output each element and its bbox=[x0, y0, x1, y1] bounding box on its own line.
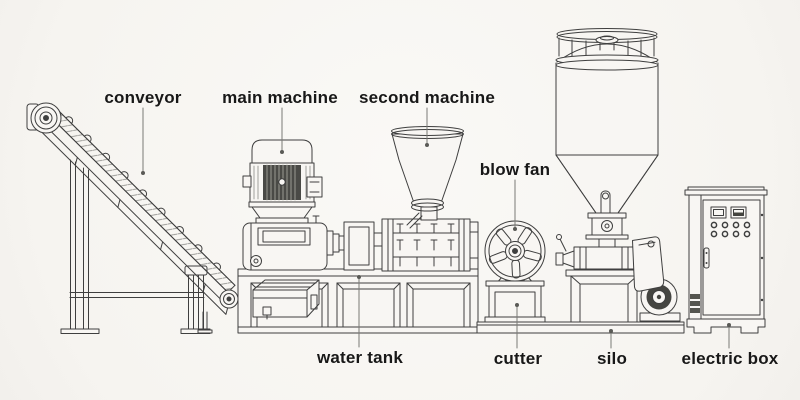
electric-box-drawing bbox=[684, 186, 768, 334]
label-blow-fan: blow fan bbox=[479, 160, 551, 179]
cutter-drawing bbox=[555, 212, 681, 323]
label-electric-box: electric box bbox=[681, 349, 779, 368]
label-water-tank: water tank bbox=[316, 348, 404, 367]
label-silo: silo bbox=[596, 349, 628, 368]
conveyor-drawing bbox=[26, 102, 239, 334]
blow-fan-drawing bbox=[484, 220, 546, 323]
label-cutter: cutter bbox=[493, 349, 543, 368]
water-tank-platform-drawing bbox=[237, 221, 479, 334]
label-conveyor: conveyor bbox=[104, 88, 182, 107]
leader-lines bbox=[141, 107, 731, 349]
silo-drawing bbox=[555, 28, 659, 219]
second-machine-drawing bbox=[381, 126, 471, 272]
water-tank-drawing bbox=[252, 279, 320, 320]
ground-base-strip bbox=[476, 321, 685, 334]
label-main-machine: main machine bbox=[222, 88, 338, 107]
label-second-machine: second machine bbox=[358, 88, 496, 107]
main-machine-drawing bbox=[242, 139, 383, 271]
